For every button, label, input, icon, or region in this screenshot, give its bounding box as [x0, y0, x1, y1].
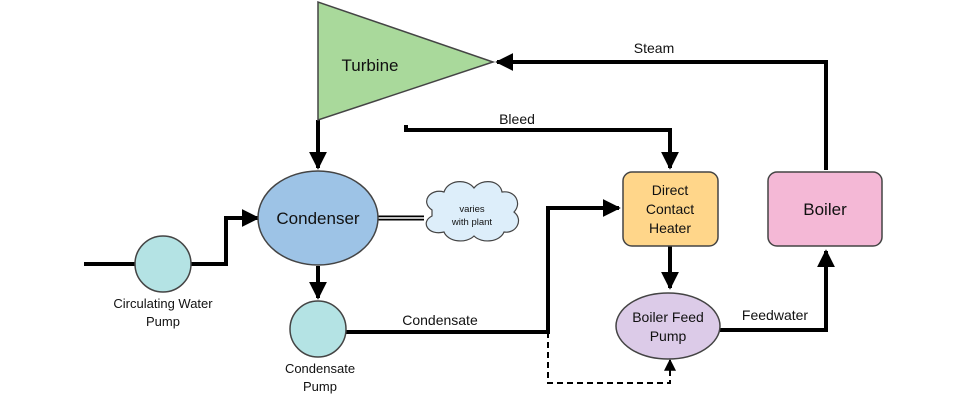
heater-label-2: Contact [646, 201, 694, 217]
heater-label-1: Direct [652, 182, 689, 198]
heater-label-3: Heater [649, 220, 691, 236]
condensate-line [346, 199, 621, 334]
steam-label: Steam [634, 40, 674, 56]
condenser-label: Condenser [276, 209, 360, 228]
boiler-feed-pump-label-2: Pump [650, 328, 687, 344]
turbine-shape [317, 0, 496, 122]
boiler-feed-pump-label-1: Boiler Feed [632, 309, 704, 325]
circulating-water-pump-label-1: Circulating Water [113, 296, 213, 311]
bleed-line [404, 125, 679, 170]
condensate-pump-label-2: Pump [303, 379, 337, 394]
condensate-pump-shape [289, 300, 347, 358]
condensate-label: Condensate [402, 312, 478, 328]
condenser: Condenser [257, 170, 379, 266]
direct-contact-heater: Direct Contact Heater [622, 171, 719, 247]
cloud-note-line-2: with plant [451, 217, 492, 228]
feedwater-label: Feedwater [742, 307, 808, 323]
circulating-water-pump: Circulating Water Pump [113, 235, 213, 329]
condensate-pump-label-1: Condensate [285, 361, 355, 376]
cloud-note-line-1: varies [459, 204, 485, 215]
bleed-label: Bleed [499, 111, 535, 127]
bypass-dashed-line [547, 332, 676, 384]
cloud-icon [425, 181, 519, 242]
direct-contact-heater-shape [622, 171, 719, 247]
condensate-pump: Condensate Pump [285, 300, 355, 394]
turbine: Turbine [317, 0, 496, 122]
circulating-water-line [190, 209, 260, 266]
condenser-shape [257, 170, 379, 266]
turbine-label: Turbine [341, 56, 398, 75]
boiler-label: Boiler [803, 200, 847, 219]
cloud-note: varies with plant [425, 181, 519, 242]
circulating-water-pump-label-2: Pump [146, 314, 180, 329]
boiler-feed-pump: Boiler Feed Pump [615, 292, 721, 360]
boiler-feed-pump-shape [615, 292, 721, 360]
feedwater-line [718, 249, 835, 332]
boiler-shape [767, 171, 883, 247]
circulating-water-pump-shape [134, 235, 192, 293]
boiler: Boiler [767, 171, 883, 247]
steam-line [495, 53, 828, 170]
